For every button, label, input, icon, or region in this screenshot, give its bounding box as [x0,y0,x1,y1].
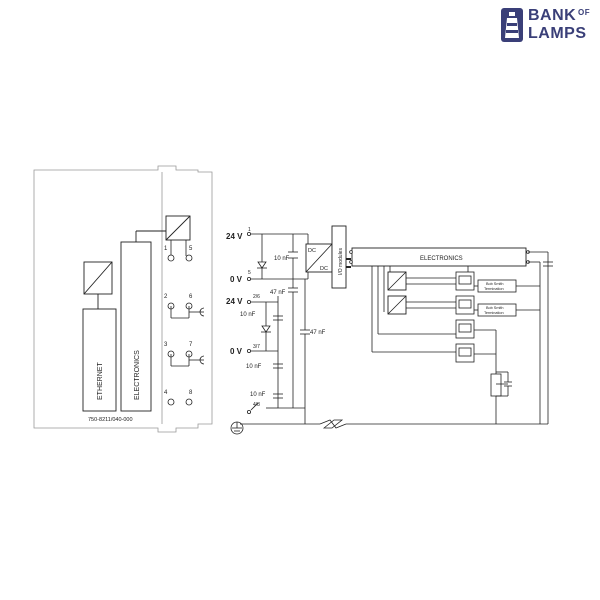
svg-text:Bob Smith: Bob Smith [486,306,504,310]
dc-dc-converter: DC DC [305,243,333,273]
electronics-block: ELECTRONICS [120,230,166,412]
logo-line2: LAMPS [528,25,587,42]
svg-text:10 nF: 10 nF [274,256,290,262]
pin-labels: 1 5 2/6 3/7 4/8 [248,227,260,408]
svg-text:6: 6 [189,294,193,300]
rj45-jack-icon [455,271,475,363]
svg-text:7: 7 [189,342,193,348]
module-dc-converter [165,215,191,256]
svg-text:4/8: 4/8 [253,402,260,408]
supply-labels: 24 V 0 V 24 V 0 V [226,232,243,356]
svg-text:1: 1 [164,246,168,252]
electronics-bar: ELECTRONICS [349,247,530,267]
logo-of: OF [578,8,591,17]
svg-text:3/7: 3/7 [253,344,260,350]
transformer-icon [387,271,407,315]
svg-text:10 nF: 10 nF [240,312,256,318]
ethernet-block: ETHERNET [82,261,117,412]
svg-text:DC: DC [320,266,328,272]
svg-text:Bob Smith: Bob Smith [486,282,504,286]
svg-text:ELECTRONICS: ELECTRONICS [420,256,463,262]
svg-text:2/6: 2/6 [253,294,260,300]
lighthouse-icon [501,8,523,42]
bob-smith-termination-bottom: Bob Smith Termination [477,303,517,317]
svg-text:0 V: 0 V [230,275,243,284]
svg-text:2: 2 [164,294,168,300]
ethernet-label: ETHERNET [97,362,104,400]
electronics-block-label: ELECTRONICS [134,350,141,400]
module-terminals [167,254,205,406]
module-terminal-numbers: 1 5 2 6 3 7 4 8 [164,246,193,396]
svg-text:5: 5 [248,270,251,276]
capacitor-labels: 10 nF 47 nF 10 nF 47 nF 10 nF 10 nF [240,256,326,398]
svg-text:Termination: Termination [484,311,504,315]
svg-text:24 V: 24 V [226,232,243,241]
svg-text:10 nF: 10 nF [250,392,266,398]
svg-text:47 nF: 47 nF [310,330,326,336]
io-modules-bus: I/O modules [331,225,351,289]
svg-text:I/O modules: I/O modules [338,248,344,275]
svg-text:DC: DC [308,248,316,254]
svg-text:24 V: 24 V [226,297,243,306]
tvs-diode-icon [257,261,271,333]
part-number: 750-8211/040-000 [88,417,133,423]
svg-text:1: 1 [248,227,251,233]
svg-text:4: 4 [164,390,168,396]
svg-text:3: 3 [164,342,168,348]
svg-text:10 nF: 10 nF [246,364,262,370]
svg-text:Termination: Termination [484,287,504,291]
bank-of-lamps-logo: BANK OF LAMPS [498,6,598,44]
svg-text:5: 5 [189,246,193,252]
svg-text:8: 8 [189,390,193,396]
svg-text:47 nF: 47 nF [270,290,286,296]
termination-wiring [474,285,540,424]
module-housing [33,165,213,433]
signal-lines [372,266,469,353]
ground-icon [230,421,244,435]
logo-line1: BANK [528,7,577,24]
svg-text:0 V: 0 V [230,347,243,356]
bob-smith-termination-top: Bob Smith Termination [477,279,517,293]
ground-shield-line [240,408,548,429]
